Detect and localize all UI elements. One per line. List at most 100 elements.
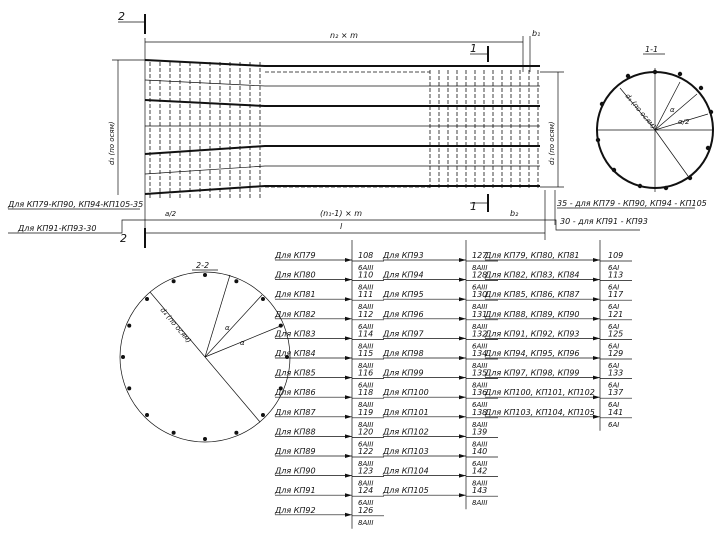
bar-grade: 6AIII [358, 323, 373, 331]
d1-label: d₁ (по осям) [623, 92, 657, 131]
arrow-head [593, 414, 600, 419]
bar-grade: 8AIII [358, 303, 373, 311]
bar-grade: 6AIII [472, 342, 487, 350]
dimension-d2: d₂ (по осям) [540, 71, 564, 188]
bar-dot [278, 386, 283, 391]
bar-grade: 6AI [608, 264, 619, 272]
arrow-head [459, 258, 466, 262]
callout-label: Для КП97, КП98, КП99 [484, 369, 580, 378]
bar-dot [121, 355, 125, 359]
callout-label: Для КП86 [274, 388, 316, 397]
position-number: 121 [608, 310, 623, 319]
callout-label: Для КП94, КП95, КП96 [484, 349, 580, 358]
callout-label: Для КП79, КП80, КП81 [484, 251, 580, 260]
bar-dot [705, 145, 711, 151]
reinforcement-cage [144, 59, 540, 198]
dim-n1-m: (n₁-1) × m [320, 209, 362, 218]
d4-label: d₄ (по осям) [158, 306, 192, 345]
callout-label: Для КП95 [382, 290, 424, 299]
bar-dot [171, 279, 176, 284]
section-2-2: 2-2 d₄ (по осям) α α [119, 261, 291, 443]
position-number: 134 [472, 349, 487, 358]
callout-label: Для КП104 [382, 467, 429, 476]
alpha-half-label: α/2 [678, 118, 690, 126]
bar-dot [260, 412, 265, 417]
position-number: 140 [472, 447, 487, 456]
arrow-head [345, 297, 352, 302]
longitudinal-bar [144, 145, 540, 155]
section-mark-1-bottom: 1 [470, 194, 489, 213]
bar-grade: 8AIII [472, 480, 487, 488]
position-number: 132 [472, 329, 487, 338]
bar-grade: 6AI [608, 303, 619, 311]
bar-grade: 8AIII [472, 362, 487, 370]
section-2-2-title: 2-2 [196, 261, 209, 270]
longitudinal-bar [144, 99, 540, 107]
callout-label: Для КП103 [382, 447, 429, 456]
dim-b1: b₁ [532, 29, 540, 38]
dimension-d3: d₃ (по осям) [108, 59, 150, 195]
position-number: 109 [608, 251, 623, 260]
callout-label: Для КП88 [274, 427, 316, 436]
position-number: 126 [358, 506, 373, 515]
callout-label: Для КП96 [382, 310, 424, 319]
bar-grade: 8AIII [358, 342, 373, 350]
arrow-head [459, 297, 466, 302]
callout-label: Для КП98 [382, 349, 424, 358]
bar-grade: 8AIII [472, 323, 487, 331]
bar-grade: 8AIII [472, 303, 487, 311]
bar-grade: 8AIII [358, 362, 373, 370]
arrow-head [593, 395, 600, 400]
callout-label: Для КП85, КП86, КП87 [484, 290, 580, 299]
dim-n2-m: n₂ × m [330, 31, 358, 40]
alpha-label: α [670, 106, 675, 114]
arrow-head [459, 316, 466, 321]
arrow-head [345, 277, 352, 282]
section-mark-2-top: 2 [118, 10, 146, 34]
bar-dot [611, 167, 617, 173]
bar-grade: 8AIII [358, 401, 373, 409]
position-number: 110 [358, 271, 373, 280]
callout-label: Для КП100, КП101, КП102 [484, 388, 595, 397]
arrow-head [593, 277, 600, 282]
bar-grade: 6AIII [358, 382, 373, 390]
bottom-dimensions: (n₁-1) × m l b₂ a/2 [145, 190, 556, 240]
arrow-head [593, 375, 600, 380]
bar-grade: 8AIII [358, 480, 373, 488]
arrow-head [459, 277, 466, 282]
bar-grade: 8AIII [472, 440, 487, 448]
bar-dot [595, 137, 601, 143]
longitudinal-bar [144, 185, 540, 195]
arrow-head [345, 395, 352, 400]
bar-dot [234, 279, 239, 284]
bar-grade: 6AI [608, 401, 619, 409]
bar-grade: 8AIII [472, 382, 487, 390]
bar-grade: 6AIII [358, 440, 373, 448]
dim-a-half: a/2 [165, 210, 177, 218]
alpha-label: α [240, 339, 245, 347]
callout-label: Для КП90 [274, 467, 316, 476]
bar-dot [127, 323, 132, 328]
callout-label: Для КП83 [274, 329, 316, 338]
position-number: 137 [608, 388, 624, 397]
callout-label: Для КП80 [274, 271, 316, 280]
section-label: 2 [120, 232, 127, 245]
arrow-head [345, 512, 352, 517]
end-notes: Для КП79-КП90, КП94-КП105-35 Для КП91-КП… [7, 199, 707, 234]
position-number: 131 [472, 310, 487, 319]
